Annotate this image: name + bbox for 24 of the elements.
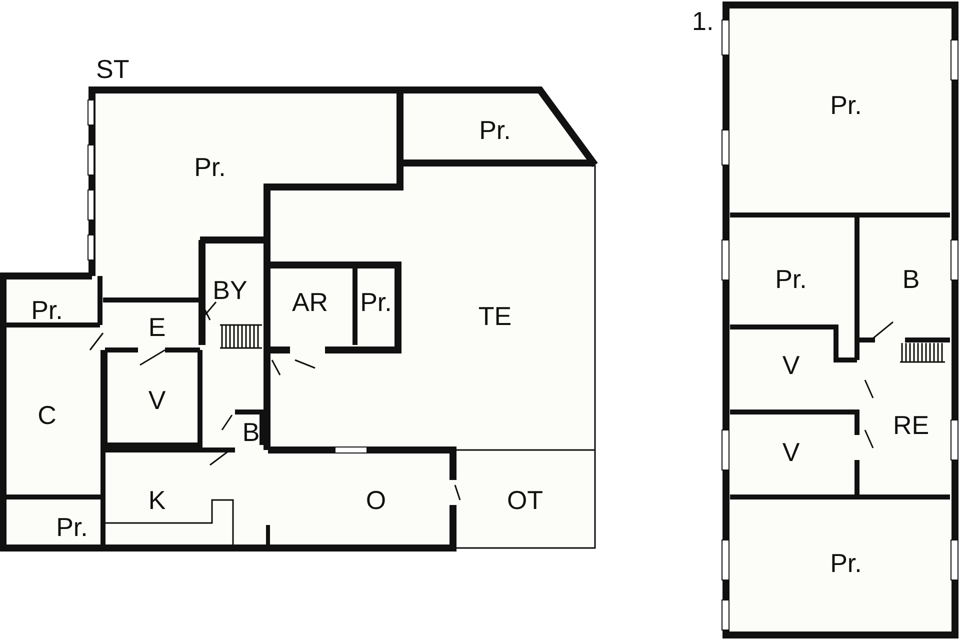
room-label: O [344, 484, 408, 516]
floor-number: 1. [692, 6, 714, 37]
room-label: Pr. [759, 263, 823, 295]
room-label: Pr. [463, 114, 527, 146]
room-label: Pr. [814, 89, 878, 121]
room-label: BY [198, 274, 262, 306]
room-label: Pr. [40, 511, 104, 543]
room-label: OT [493, 484, 557, 516]
room-label: TE [463, 300, 527, 332]
floor-label: ST [96, 54, 130, 85]
room-label: V [759, 349, 823, 381]
room-label: C [15, 399, 79, 431]
room-label: K [125, 484, 189, 516]
room-label: E [125, 311, 189, 343]
room-label: Pr. [814, 547, 878, 579]
room-label: RE [879, 409, 943, 441]
room-label: Pr. [178, 151, 242, 183]
room-label: Pr. [344, 286, 408, 318]
room-label: B [219, 416, 283, 448]
room-label: V [125, 384, 189, 416]
room-label: B [879, 263, 943, 295]
room-label: AR [278, 286, 342, 318]
room-label: V [759, 436, 823, 468]
room-label: Pr. [15, 294, 79, 326]
